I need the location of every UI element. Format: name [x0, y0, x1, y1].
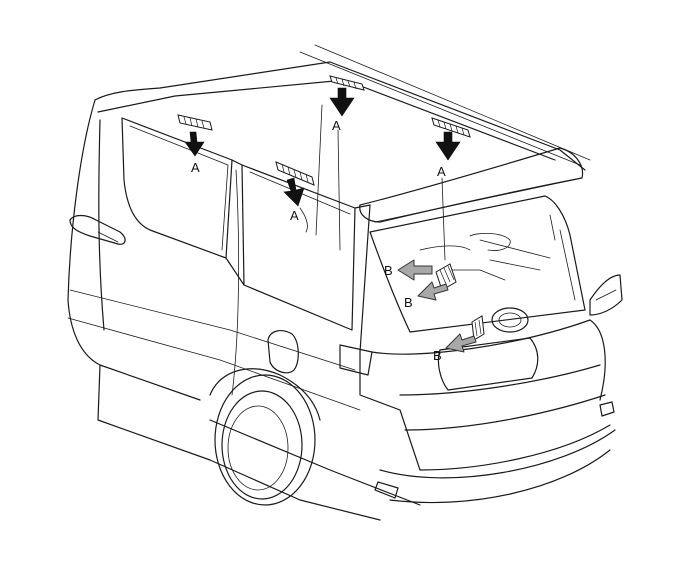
roof-clip-2	[275, 161, 315, 186]
arrow-b-2	[417, 281, 449, 301]
leader-lines	[299, 104, 446, 261]
arrow-a-2	[283, 177, 305, 207]
roof-clip-3	[329, 75, 365, 91]
label-a-2: A	[290, 208, 299, 223]
label-b-2: B	[404, 295, 413, 310]
arrow-a-4	[435, 131, 461, 161]
roof-clip-1	[177, 114, 213, 131]
arrow-b-3	[445, 333, 477, 353]
vehicle-body	[67, 44, 623, 521]
arrow-a-1	[184, 131, 205, 157]
back-door-clip-2	[471, 315, 485, 341]
roof-clip-4	[431, 117, 471, 138]
label-a-4: A	[437, 164, 446, 179]
label-a-1: A	[191, 160, 200, 175]
arrow-a-3	[329, 87, 355, 117]
arrow-b-1	[397, 259, 433, 281]
label-a-3: A	[332, 118, 341, 133]
back-door-clip-1	[435, 263, 457, 291]
label-b-1: B	[384, 263, 393, 278]
label-b-3: B	[433, 348, 442, 363]
